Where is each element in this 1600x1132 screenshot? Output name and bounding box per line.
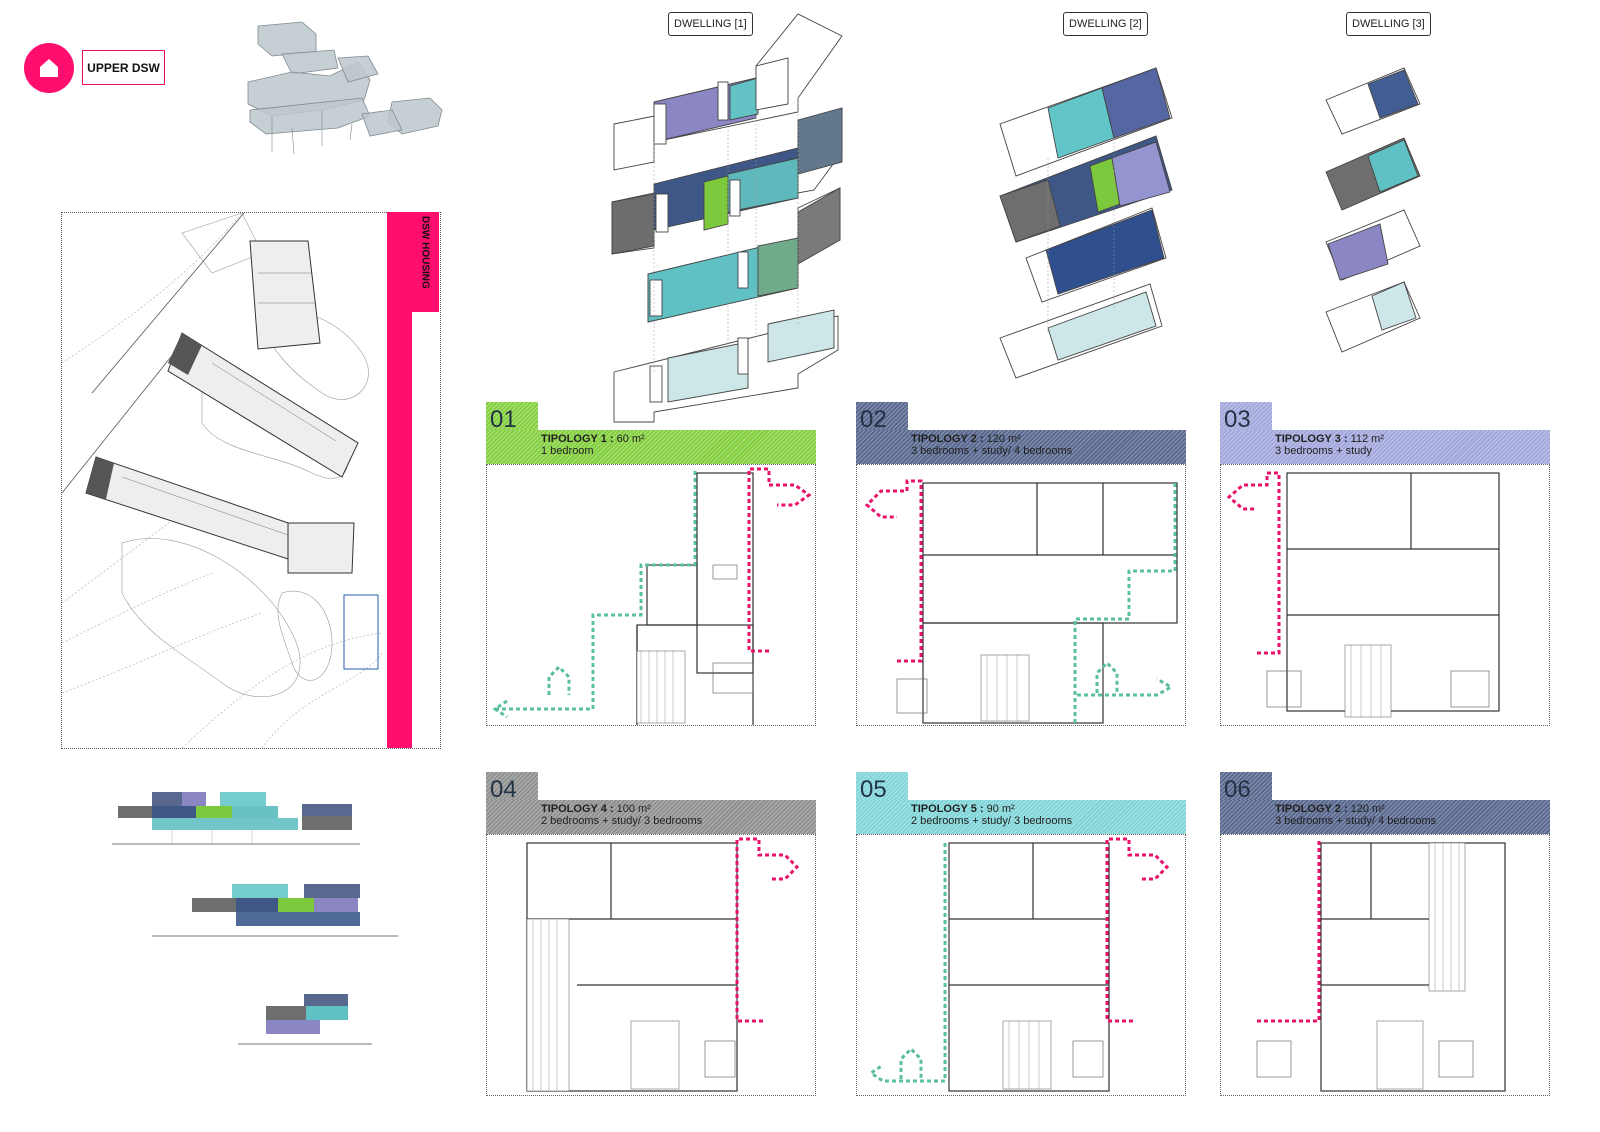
site-accent-strip bbox=[387, 212, 412, 748]
dwelling-3-axonometric bbox=[1325, 67, 1421, 353]
tipology-name: TIPOLOGY 2 : bbox=[911, 433, 984, 445]
dwelling-1-label: DWELLING [1] bbox=[668, 12, 753, 36]
tipology-number: 01 bbox=[486, 402, 538, 434]
dwelling-2-label: DWELLING [2] bbox=[1063, 12, 1148, 36]
site-plan bbox=[61, 212, 441, 749]
tipology-area: 60 m² bbox=[616, 433, 645, 445]
home-badge bbox=[24, 43, 74, 93]
tipology-name: TIPOLOGY 3 : bbox=[1275, 433, 1348, 445]
tipology-number: 04 bbox=[486, 772, 538, 804]
tipology-desc: 3 bedrooms + study/ 4 bedrooms bbox=[911, 445, 1073, 457]
tipology-desc: 3 bedrooms + study bbox=[1275, 445, 1372, 457]
floor-plan bbox=[486, 834, 816, 1096]
elevation-1 bbox=[112, 792, 360, 845]
tipology-header: TIPOLOGY 4 : 100 m² 2 bedrooms + study/ … bbox=[486, 800, 816, 834]
floor-plan bbox=[856, 464, 1186, 726]
floor-plan bbox=[856, 834, 1186, 1096]
site-accent-tab bbox=[412, 212, 439, 312]
floor-plan bbox=[1220, 834, 1550, 1096]
tipology-desc: 2 bedrooms + study/ 3 bedrooms bbox=[911, 815, 1073, 827]
dwelling-2-axonometric bbox=[999, 67, 1173, 379]
tipology-area: 120 m² bbox=[1350, 803, 1385, 815]
tipology-area: 120 m² bbox=[986, 433, 1021, 445]
elevation-2 bbox=[152, 884, 398, 937]
tipology-name: TIPOLOGY 5 : bbox=[911, 803, 984, 815]
tipology-area: 90 m² bbox=[986, 803, 1015, 815]
massing-model bbox=[247, 21, 443, 155]
tipology-header: TIPOLOGY 5 : 90 m² 2 bedrooms + study/ 3… bbox=[856, 800, 1186, 834]
site-plan-drawing bbox=[61, 212, 383, 749]
floor-plan bbox=[486, 464, 816, 736]
tipology-number: 06 bbox=[1220, 772, 1272, 804]
tipology-name: TIPOLOGY 2 : bbox=[1275, 803, 1348, 815]
tipology-number: 05 bbox=[856, 772, 908, 804]
tipology-header: TIPOLOGY 3 : 112 m² 3 bedrooms + study bbox=[1220, 430, 1550, 464]
dwelling-1-axonometric bbox=[611, 13, 843, 423]
tipology-desc: 1 bedroom bbox=[541, 445, 594, 457]
floor-plan bbox=[1220, 464, 1550, 726]
site-title: DSW HOUSING bbox=[419, 216, 431, 289]
tipology-header: TIPOLOGY 2 : 120 m² 3 bedrooms + study/ … bbox=[856, 430, 1186, 464]
tipology-header: TIPOLOGY 2 : 120 m² 3 bedrooms + study/ … bbox=[1220, 800, 1550, 834]
tipology-name: TIPOLOGY 1 : bbox=[541, 433, 614, 445]
tipology-area: 112 m² bbox=[1350, 433, 1385, 445]
tipology-area: 100 m² bbox=[616, 803, 651, 815]
tipology-name: TIPOLOGY 4 : bbox=[541, 803, 614, 815]
tipology-header: TIPOLOGY 1 : 60 m² 1 bedroom bbox=[486, 430, 816, 464]
home-icon bbox=[40, 59, 58, 77]
tipology-desc: 3 bedrooms + study/ 4 bedrooms bbox=[1275, 815, 1437, 827]
section-title: UPPER DSW bbox=[82, 50, 165, 85]
dwelling-3-label: DWELLING [3] bbox=[1346, 12, 1431, 36]
tipology-number: 03 bbox=[1220, 402, 1272, 434]
elevation-3 bbox=[238, 994, 372, 1045]
tipology-desc: 2 bedrooms + study/ 3 bedrooms bbox=[541, 815, 703, 827]
tipology-number: 02 bbox=[856, 402, 908, 434]
